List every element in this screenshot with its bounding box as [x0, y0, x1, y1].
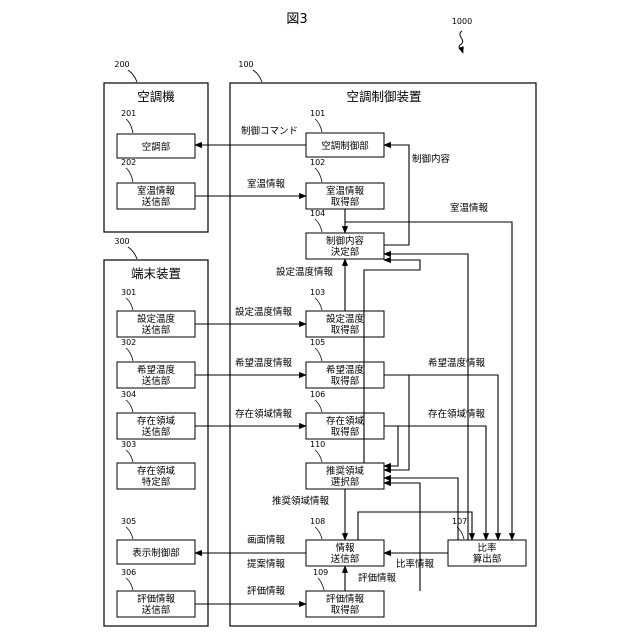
svg-text:取得部: 取得部	[331, 324, 360, 336]
svg-text:空調制御部: 空調制御部	[321, 140, 369, 152]
svg-text:評価情報: 評価情報	[137, 593, 176, 605]
line-107-to-110	[384, 478, 458, 540]
aircon-ref: 200	[114, 60, 129, 69]
svg-text:算出部: 算出部	[473, 553, 502, 565]
line-desired-temp-to-107	[384, 375, 498, 540]
label-eval-info-1: 評価情報	[247, 585, 286, 597]
unit-202: 202 室温情報 送信部	[117, 158, 195, 209]
label-eval-info-2: 評価情報	[358, 572, 397, 584]
svg-text:取得部: 取得部	[331, 196, 360, 208]
label-desired-temp-2: 希望温度情報	[428, 357, 486, 369]
svg-text:取得部: 取得部	[331, 375, 360, 387]
unit-102: 102 室温情報 取得部	[306, 158, 384, 209]
svg-text:105: 105	[310, 338, 325, 347]
svg-text:希望温度: 希望温度	[326, 364, 365, 376]
svg-text:304: 304	[121, 390, 136, 399]
svg-text:送信部: 送信部	[142, 426, 171, 438]
svg-text:推奨領域: 推奨領域	[326, 465, 365, 477]
label-ratio-info: 比率情報	[396, 558, 435, 570]
svg-text:101: 101	[310, 109, 325, 118]
svg-text:301: 301	[121, 288, 136, 297]
unit-101: 101 空調制御部	[306, 109, 384, 157]
figure-label: 図3	[286, 12, 307, 27]
svg-text:室温情報: 室温情報	[326, 185, 365, 197]
svg-text:303: 303	[121, 440, 136, 449]
svg-text:104: 104	[310, 209, 325, 218]
svg-text:305: 305	[121, 517, 136, 526]
unit-106: 106 存在領域 取得部	[306, 390, 384, 439]
unit-303: 303 存在領域 特定部	[117, 440, 195, 489]
svg-text:空調部: 空調部	[142, 141, 171, 153]
terminal-title: 端末装置	[131, 266, 181, 281]
label-proposal-info: 提案情報	[247, 558, 286, 570]
aircon-title: 空調機	[137, 89, 175, 104]
label-set-temp-1: 設定温度情報	[235, 306, 293, 318]
label-presence-2: 存在領域情報	[428, 408, 486, 420]
svg-text:評価情報: 評価情報	[326, 593, 365, 605]
label-room-temp-1: 室温情報	[247, 178, 286, 190]
svg-text:102: 102	[310, 158, 325, 167]
unit-306: 306 評価情報 送信部	[117, 568, 195, 617]
controller-ref: 100	[238, 60, 253, 69]
svg-text:送信部: 送信部	[142, 324, 171, 336]
svg-text:306: 306	[121, 568, 136, 577]
svg-text:表示制御部: 表示制御部	[132, 547, 180, 559]
system-ref-leader	[459, 31, 463, 53]
unit-302: 302 希望温度 送信部	[117, 338, 195, 388]
terminal-ref: 300	[114, 237, 129, 246]
system-ref-number: 1000	[452, 17, 472, 26]
svg-text:設定温度: 設定温度	[137, 313, 176, 325]
svg-text:希望温度: 希望温度	[137, 364, 176, 376]
line-107-to-104	[384, 254, 468, 540]
line-106-to-110	[384, 426, 398, 466]
svg-text:取得部: 取得部	[331, 426, 360, 438]
svg-text:201: 201	[121, 109, 136, 118]
svg-text:108: 108	[310, 517, 325, 526]
unit-301: 301 設定温度 送信部	[117, 288, 195, 337]
svg-text:情報: 情報	[335, 542, 355, 554]
svg-text:制御内容: 制御内容	[326, 235, 365, 247]
svg-text:存在領域: 存在領域	[137, 415, 176, 427]
unit-201: 201 空調部	[117, 109, 195, 158]
svg-text:109: 109	[313, 568, 328, 577]
svg-text:103: 103	[310, 288, 325, 297]
unit-305: 305 表示制御部	[117, 517, 195, 564]
label-control-content: 制御内容	[412, 153, 451, 165]
svg-text:決定部: 決定部	[331, 246, 360, 258]
svg-text:存在領域: 存在領域	[137, 465, 176, 477]
unit-110: 110 推奨領域 選択部	[306, 440, 384, 489]
svg-text:室温情報: 室温情報	[137, 185, 176, 197]
svg-text:107: 107	[452, 517, 467, 526]
svg-text:取得部: 取得部	[331, 604, 360, 616]
svg-text:比率: 比率	[477, 542, 497, 554]
svg-text:送信部: 送信部	[142, 375, 171, 387]
svg-text:202: 202	[121, 158, 136, 167]
svg-text:送信部: 送信部	[331, 553, 360, 565]
svg-text:送信部: 送信部	[142, 604, 171, 616]
svg-text:設定温度: 設定温度	[326, 313, 365, 325]
svg-text:送信部: 送信部	[142, 196, 171, 208]
svg-text:302: 302	[121, 338, 136, 347]
svg-text:110: 110	[310, 440, 325, 449]
arrow-control-content	[384, 145, 409, 245]
label-screen-info: 画面情報	[247, 534, 286, 546]
label-control-command: 制御コマンド	[241, 125, 298, 137]
line-105-to-110	[384, 375, 409, 470]
controller-title: 空調制御装置	[346, 89, 421, 104]
label-recommended: 推奨領域情報	[272, 495, 330, 507]
svg-text:特定部: 特定部	[142, 476, 171, 488]
label-room-temp-2: 室温情報	[450, 202, 489, 214]
unit-304: 304 存在領域 送信部	[117, 390, 195, 439]
label-presence-1: 存在領域情報	[235, 408, 293, 420]
svg-text:選択部: 選択部	[331, 476, 360, 488]
svg-text:106: 106	[310, 390, 325, 399]
unit-105: 105 希望温度 取得部	[306, 338, 384, 388]
unit-107: 107 比率 算出部	[448, 517, 526, 566]
label-desired-temp-1: 希望温度情報	[235, 357, 293, 369]
svg-text:存在領域: 存在領域	[326, 415, 365, 427]
label-set-temp-2: 設定温度情報	[276, 266, 334, 278]
